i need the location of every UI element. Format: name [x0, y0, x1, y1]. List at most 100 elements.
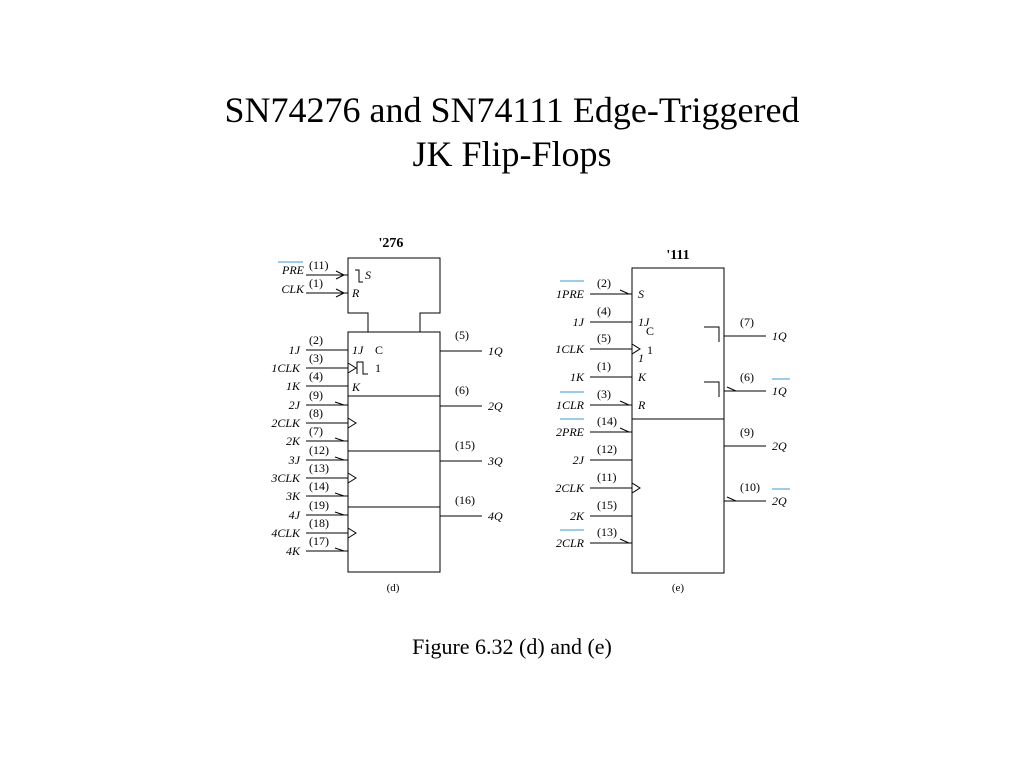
input-signal-label: 1K: [570, 370, 585, 384]
input-marker: [334, 456, 345, 461]
r-label-111: R: [637, 398, 646, 412]
s-label: S: [365, 268, 371, 282]
chip-276-name: '276: [379, 236, 404, 251]
output-pin-number: (16): [455, 493, 475, 507]
input-pin-number: (17): [309, 534, 329, 548]
input-pin-number: (7): [309, 424, 323, 438]
k-label-111: K: [637, 370, 647, 384]
chip-276-outputs: (5)1Q(6)2Q(15)3Q(16)4Q: [440, 328, 503, 523]
input-pin-number: (2): [309, 333, 323, 347]
input-signal-label: 2CLR: [556, 536, 585, 550]
input-pin-number: (8): [309, 406, 323, 420]
clock-wedge: [347, 527, 357, 539]
output-pin-number: (5): [455, 328, 469, 342]
input-signal-label: 4K: [286, 544, 301, 558]
output-pin-number: (9): [740, 425, 754, 439]
input-marker: [334, 511, 345, 516]
input-pin-number: (5): [597, 331, 611, 345]
input-pin-number: (19): [309, 498, 329, 512]
active-low-marker: [619, 427, 630, 433]
chip-276-common-lines: [278, 261, 363, 298]
section1-j-label: 1J: [352, 343, 364, 357]
input-signal-label: 1PRE: [556, 287, 585, 301]
output-signal-label: 2Q: [772, 494, 787, 508]
input-pin-number: (13): [309, 461, 329, 475]
input-signal-label: 1J: [573, 315, 585, 329]
input-marker: [334, 492, 345, 497]
output-pin-number: (10): [740, 480, 760, 494]
input-signal-label: 3J: [288, 453, 301, 467]
title-line-1: SN74276 and SN74111 Edge-Triggered: [224, 90, 800, 130]
clk-one-label-111: 1: [638, 351, 644, 365]
chip-111-inputs: 1PRE(2)1J(4)1CLK(5)1K(1)1CLR(3)2PRE(14)2…: [555, 276, 641, 550]
input-signal-label: 1K: [286, 379, 301, 393]
inverted-output-marker: [726, 496, 737, 502]
clock-wedge: [631, 343, 641, 355]
clock-wedge: [347, 472, 357, 484]
chip-276-inputs: 1J(2)1CLK(3)1K(4)2J(9)2CLK(8)2K(7)3J(12)…: [270, 333, 357, 558]
chip-111-name: '111: [666, 248, 689, 263]
input-pin-number: (11): [597, 470, 617, 484]
output-signal-label: 3Q: [487, 454, 503, 468]
input-signal-label: 1CLK: [555, 342, 585, 356]
output-signal-label: 4Q: [488, 509, 503, 523]
input-signal-label: 2PRE: [556, 425, 585, 439]
section1-mark: [356, 361, 368, 375]
chip-111-outputs: (7)1Q(6)1Q(9)2Q(10)2Q: [724, 315, 790, 508]
input-pin-number: (2): [597, 276, 611, 290]
input-pin-number: (12): [309, 443, 329, 457]
chip-111-sublabel: (e): [672, 582, 685, 594]
input-signal-label: 2J: [573, 453, 585, 467]
input-pin-number: (9): [309, 388, 323, 402]
section1-one-label: 1: [375, 361, 381, 375]
input-signal-label: 2J: [289, 398, 301, 412]
output-signal-label: 1Q: [488, 344, 503, 358]
output-signal-label: 2Q: [488, 399, 503, 413]
input-pin-number: (15): [597, 498, 617, 512]
inverted-output-marker: [726, 386, 737, 392]
input-signal-label: 3K: [285, 489, 301, 503]
output-signal-label: 1Q: [772, 329, 787, 343]
figure-caption: Figure 6.32 (d) and (e): [412, 634, 612, 659]
title-line-2: JK Flip-Flops: [412, 134, 612, 174]
active-low-marker: [619, 400, 630, 406]
input-signal-label: 4J: [289, 508, 301, 522]
input-marker: [334, 401, 345, 406]
input-signal-label: 1CLK: [271, 361, 301, 375]
section1-k-label: K: [351, 380, 361, 394]
chip-111: [631, 267, 725, 574]
r-label: R: [351, 286, 360, 300]
chip-276: [347, 257, 441, 573]
output-signal-label: 2Q: [772, 439, 787, 453]
slide-title: SN74276 and SN74111 Edge-Triggered JK Fl…: [0, 88, 1024, 176]
clock-wedge: [347, 362, 357, 374]
clk-pin-number: (1): [309, 276, 323, 290]
pre-signal-label: PRE: [281, 263, 305, 277]
section1-c-label: C: [375, 343, 383, 357]
input-pin-number: (18): [309, 516, 329, 530]
input-pin-number: (14): [309, 479, 329, 493]
chip-276-sublabel: (d): [387, 582, 400, 594]
input-signal-label: 4CLK: [271, 526, 301, 540]
j-label-111: 1J: [638, 315, 650, 329]
input-signal-label: 2CLK: [271, 416, 301, 430]
input-pin-number: (4): [597, 304, 611, 318]
output-pin-number: (6): [740, 370, 754, 384]
input-pin-number: (3): [309, 351, 323, 365]
input-pin-number: (4): [309, 369, 323, 383]
c-label-111: C: [646, 324, 654, 338]
input-marker: [334, 437, 345, 442]
input-pin-number: (3): [597, 387, 611, 401]
input-pin-number: (13): [597, 525, 617, 539]
clk-signal-label: CLK: [281, 282, 305, 296]
input-pin-number: (1): [597, 359, 611, 373]
input-signal-label: 2K: [570, 509, 585, 523]
pre-pin-number: (11): [309, 258, 329, 272]
input-signal-label: 3CLK: [270, 471, 301, 485]
input-marker: [334, 547, 345, 552]
input-pin-number: (14): [597, 414, 617, 428]
output-signal-label: 1Q: [772, 384, 787, 398]
active-low-marker: [619, 289, 630, 295]
clock-wedge: [347, 417, 357, 429]
